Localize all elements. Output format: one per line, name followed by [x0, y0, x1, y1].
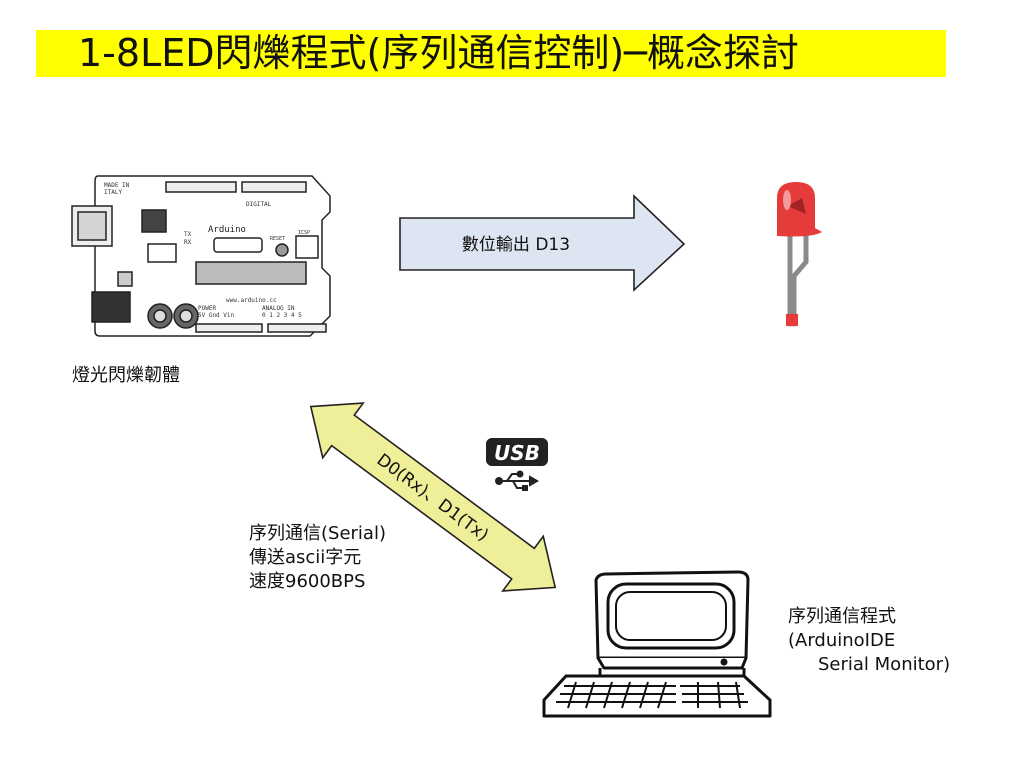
board-analog-pins: 0 1 2 3 4 5	[262, 312, 302, 319]
digital-output-label: 數位輸出 D13	[462, 235, 570, 255]
computer-illustration	[542, 570, 772, 718]
board-brand: Arduino	[208, 225, 246, 235]
arduino-caption: 燈光閃爍韌體	[72, 365, 180, 386]
board-rx: RX	[184, 239, 192, 246]
board-tx: TX	[184, 231, 192, 238]
board-made-in: MADE IN	[104, 182, 130, 189]
pc-note-line: 序列通信程式	[788, 606, 896, 627]
board-icsp: ICSP	[298, 230, 310, 236]
serial-note-line: 傳送ascii字元	[249, 547, 362, 568]
svg-text:USB: USB	[494, 441, 540, 465]
led-illustration	[777, 182, 822, 327]
digital-output-arrow	[399, 194, 686, 292]
serial-note-line: 速度9600BPS	[249, 571, 366, 592]
serial-note: 序列通信(Serial) 傳送ascii字元 速度9600BPS	[249, 522, 386, 594]
pc-note-line: Serial Monitor)	[818, 654, 951, 675]
pc-note: 序列通信程式 (ArduinoIDE Serial Monitor)	[788, 605, 950, 677]
pc-note-line: (ArduinoIDE	[788, 630, 896, 651]
title-highlight	[36, 30, 946, 77]
board-website: www.arduino.cc	[226, 297, 277, 304]
serial-arrow-label: D0(Rx)、D1(Tx)	[373, 450, 492, 546]
board-italy: ITALY	[104, 189, 122, 196]
serial-arrow	[309, 402, 557, 592]
usb-icon: USB	[486, 438, 548, 491]
board-power: POWER	[198, 305, 216, 312]
board-digital: DIGITAL	[246, 201, 272, 208]
board-reset: RESET	[270, 236, 285, 242]
arduino-board-illustration	[71, 175, 331, 337]
serial-note-line: 序列通信(Serial)	[249, 523, 386, 544]
slide-title: 1-8LED閃爍程式(序列通信控制)─概念探討	[78, 31, 800, 75]
board-power-pins: 5V Gnd Vin	[198, 312, 235, 319]
board-analog-in: ANALOG IN	[262, 305, 295, 312]
